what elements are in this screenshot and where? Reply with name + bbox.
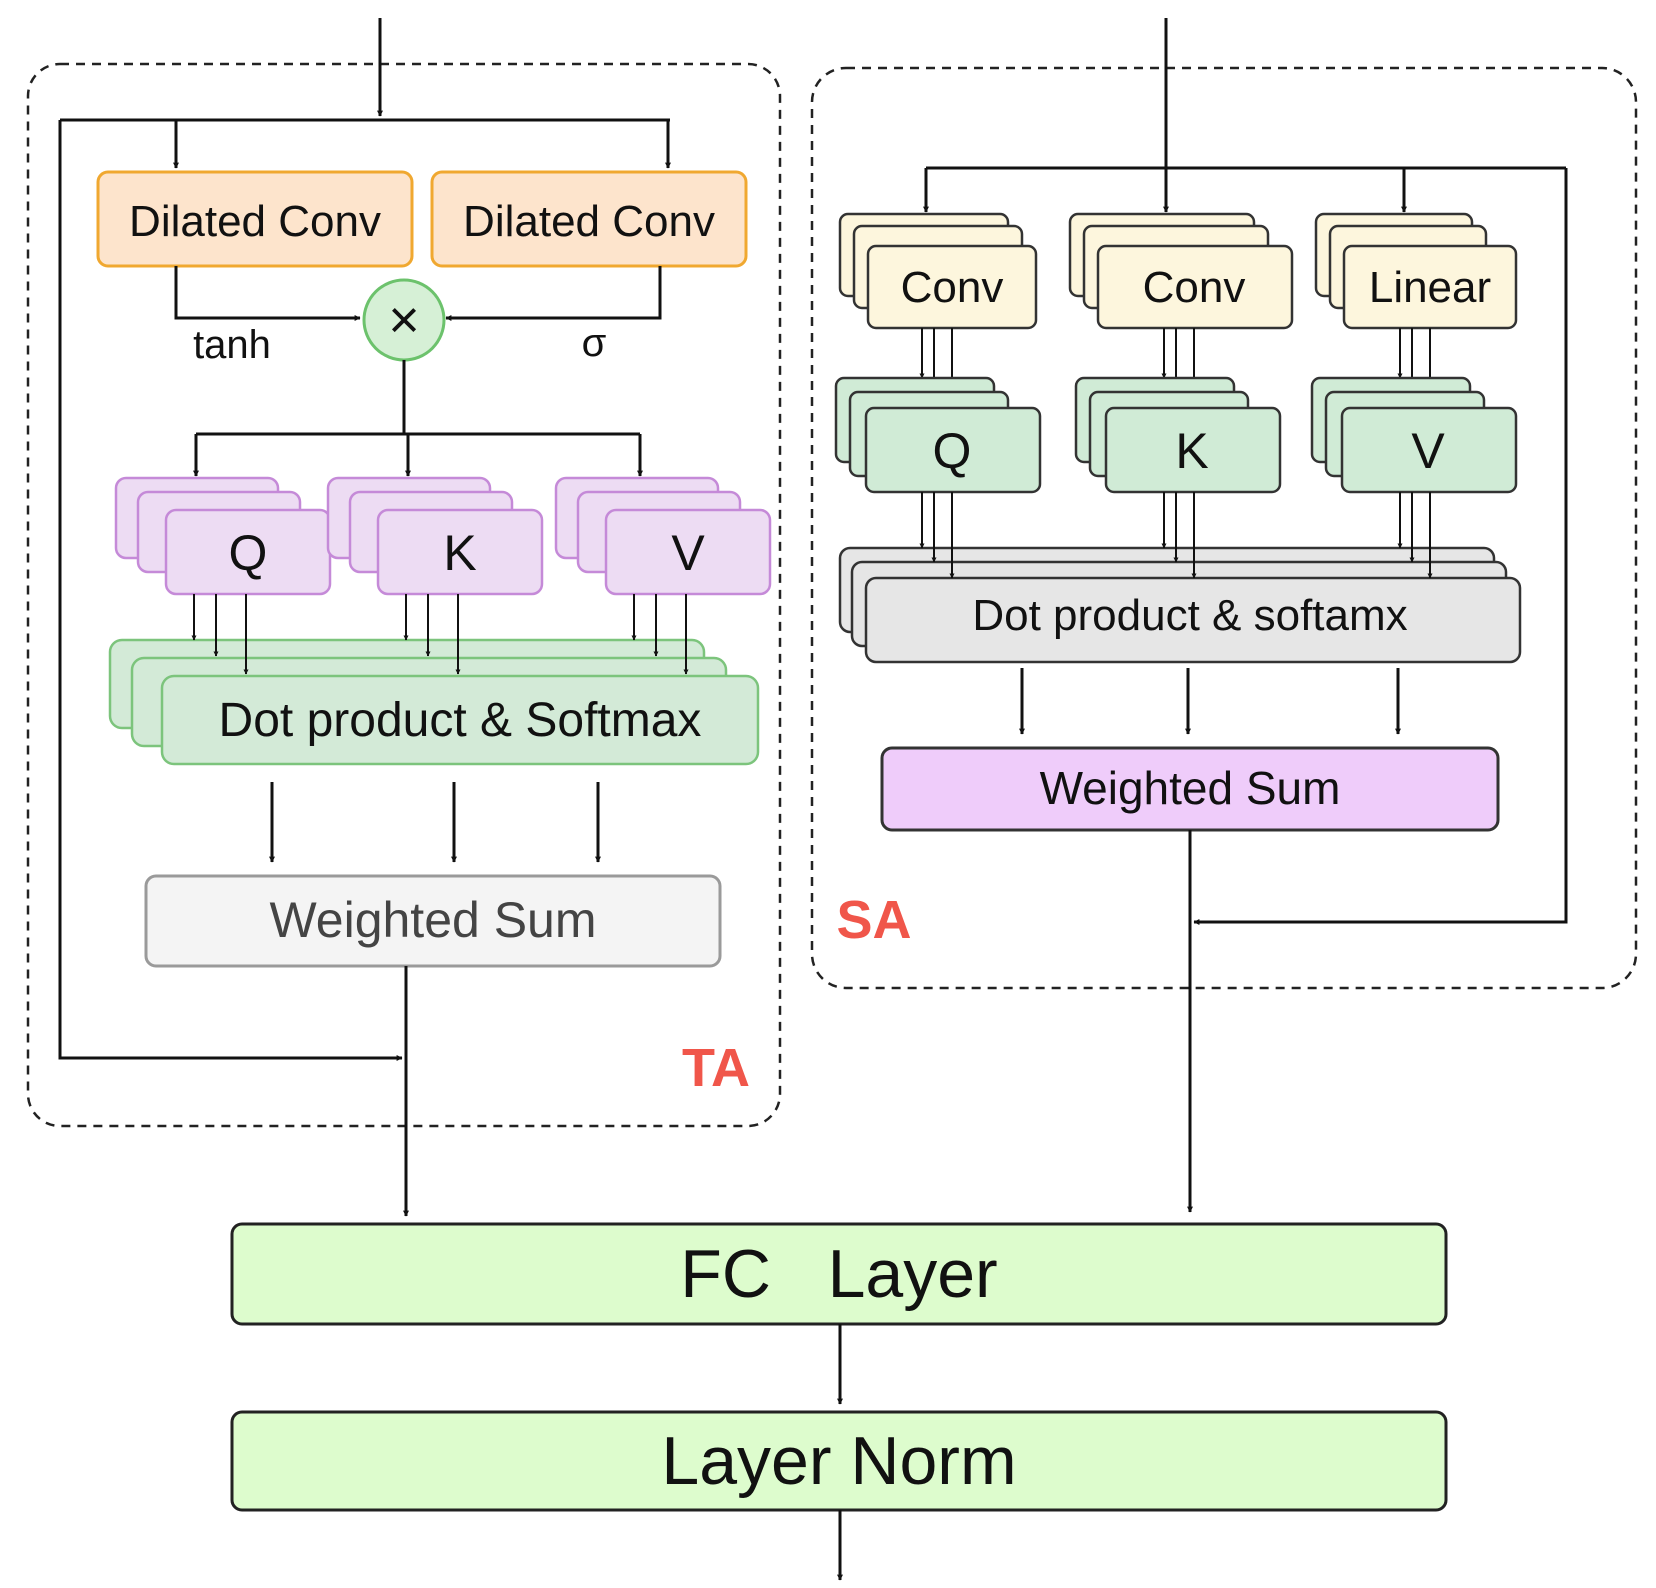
ta-residual-line (58, 120, 403, 1061)
sa-conv1-stack: Conv (838, 212, 1038, 330)
sa-dot-label: Dot product & softamx (972, 591, 1407, 640)
sa-qkv-to-dot-arrows (919, 492, 1433, 579)
sa-v-label: V (1411, 423, 1445, 479)
ta-dilated-conv-right: Dilated Conv (430, 170, 748, 268)
layer-norm: Layer Norm (230, 1410, 1448, 1512)
ta-dilated-conv-right-label: Dilated Conv (463, 197, 715, 246)
sa-q-stack: Q (834, 376, 1042, 494)
sa-module-label: SA (836, 890, 911, 950)
sa-residual-line (1193, 168, 1568, 925)
ta-dilated-conv-left-label: Dilated Conv (129, 197, 381, 246)
sa-v-stack: V (1310, 376, 1518, 494)
sa-k-label: K (1175, 423, 1208, 479)
sa-dashed-border (810, 66, 1638, 990)
fc-layer: FC Layer (230, 1222, 1448, 1326)
ta-tanh-path (174, 266, 361, 321)
ta-dot-label: Dot product & Softmax (219, 694, 702, 747)
ta-k-stack: K (326, 476, 544, 596)
ta-k-label: K (443, 525, 476, 581)
ta-qkv-to-dot-arrows (191, 594, 689, 675)
sa-conv2-stack: Conv (1068, 212, 1294, 330)
ta-v-label: V (671, 525, 705, 581)
multiply-icon: × (388, 290, 420, 350)
ta-sigma-path (445, 266, 662, 321)
sa-k-stack: K (1074, 376, 1282, 494)
ta-dot-to-wsum-arrows (269, 782, 601, 863)
ta-tanh-label: tanh (193, 323, 271, 367)
sa-linear-stack: Linear (1314, 212, 1518, 330)
ta-dashed-border (26, 62, 782, 1128)
sa-module: Conv Conv Linear (810, 18, 1638, 990)
sa-dot-to-wsum-arrows (1019, 668, 1401, 735)
ta-v-stack: V (554, 476, 772, 596)
fc-layer-label: FC Layer (680, 1236, 997, 1312)
ta-module-label: TA (682, 1038, 750, 1098)
ta-multiply-node: × (362, 278, 446, 362)
ta-dilated-conv-left: Dilated Conv (96, 170, 414, 268)
ta-module: Dilated Conv Dilated Conv tanh σ × Q (26, 18, 782, 1128)
ta-dot-stack: Dot product & Softmax (108, 638, 760, 766)
sa-dot-stack: Dot product & softamx (838, 546, 1522, 664)
sa-conv2-label: Conv (1143, 263, 1246, 312)
sa-weighted-sum: Weighted Sum (880, 746, 1500, 832)
ta-sigma-label: σ (582, 321, 607, 365)
ta-q-label: Q (229, 525, 268, 581)
sa-q-label: Q (933, 423, 972, 479)
sa-weighted-sum-label: Weighted Sum (1040, 762, 1341, 814)
sa-conv1-label: Conv (901, 263, 1004, 312)
ta-q-stack: Q (114, 476, 332, 596)
ta-weighted-sum: Weighted Sum (144, 874, 722, 968)
layer-norm-label: Layer Norm (661, 1423, 1016, 1499)
ta-weighted-sum-label: Weighted Sum (269, 892, 596, 948)
sa-linear-label: Linear (1369, 263, 1491, 312)
